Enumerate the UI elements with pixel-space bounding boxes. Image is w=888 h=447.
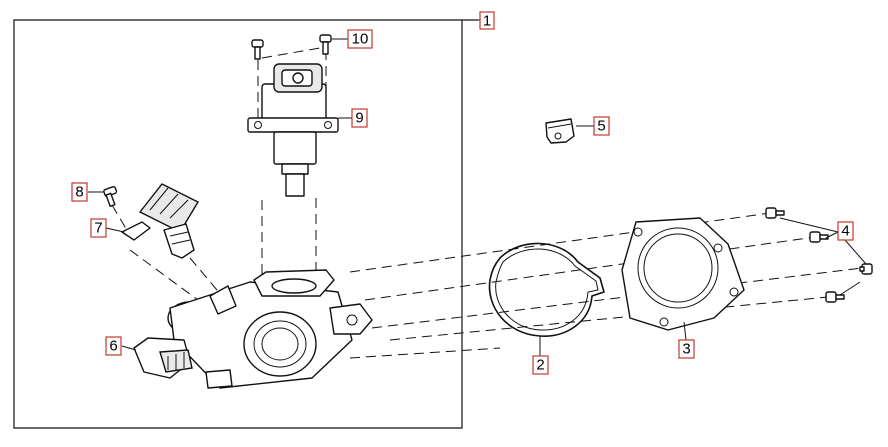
- alignment-lines: [111, 47, 863, 359]
- callout-8-label: 8: [75, 184, 83, 201]
- callout-2-label: 2: [536, 357, 544, 374]
- callout-10: 10: [347, 29, 373, 49]
- callout-2: 2: [532, 355, 549, 375]
- callout-6-label: 6: [109, 338, 117, 355]
- idle-air-valve-9: [247, 63, 339, 197]
- bolt-pair-10: [251, 34, 332, 60]
- gasket-2: [488, 242, 605, 337]
- sensor-7: [121, 183, 199, 259]
- bolts-4: [765, 207, 873, 303]
- screw-8: [103, 185, 118, 208]
- cap-5: [545, 118, 575, 144]
- flange-gasket-3: [621, 217, 745, 331]
- callout-7-label: 7: [94, 220, 102, 237]
- callout-7: 7: [90, 218, 107, 238]
- callout-1-label: 1: [483, 13, 491, 30]
- callout-4: 4: [837, 221, 854, 241]
- callout-9-label: 9: [355, 110, 363, 127]
- callout-5: 5: [593, 116, 610, 136]
- connector-6: [133, 337, 193, 379]
- callout-4-label: 4: [841, 223, 849, 240]
- throttle-body-1: [167, 269, 373, 389]
- callout-10-label: 10: [352, 31, 369, 48]
- callout-8: 8: [71, 182, 88, 202]
- callout-6: 6: [105, 336, 122, 356]
- leader-3: [683, 321, 687, 341]
- callout-9: 9: [351, 108, 368, 128]
- leader-6: [121, 345, 137, 351]
- leader-7: [105, 227, 125, 233]
- callout-3-label: 3: [682, 341, 690, 358]
- callout-3: 3: [678, 339, 695, 359]
- assembly-frame: [13, 19, 478, 429]
- callout-5-label: 5: [597, 118, 605, 135]
- callout-1: 1: [479, 11, 495, 30]
